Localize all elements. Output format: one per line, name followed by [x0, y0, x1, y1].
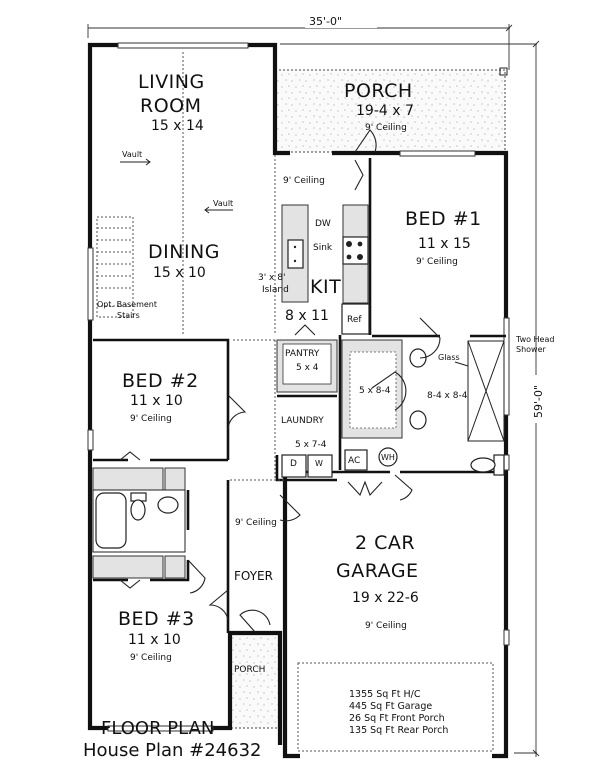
bed2-label: BED #2	[122, 370, 199, 392]
island-label: 3' x 8'	[258, 273, 285, 283]
glass-label: Glass	[438, 353, 460, 362]
doors	[119, 129, 441, 633]
dining-size: 15 x 10	[153, 265, 206, 281]
bed3-ceiling: 9' Ceiling	[130, 653, 172, 663]
bathtub-icon	[95, 492, 127, 549]
bed1-ceiling: 9' Ceiling	[416, 257, 458, 267]
width-dimension-label: 35'-0"	[309, 15, 342, 28]
exterior-walls	[87, 42, 509, 759]
dryer-icon	[281, 454, 307, 478]
dining-vault-note: Vault	[213, 199, 233, 208]
garage-label-2: GARAGE	[336, 560, 419, 582]
dryer-label: D	[290, 459, 297, 469]
master-sink-icon	[409, 410, 427, 430]
width-dimension: 35'-0"	[87, 14, 513, 70]
refrigerator-icon	[341, 303, 370, 335]
laundry-size: 5 x 7-4	[295, 440, 327, 450]
shower-label: Two Head	[515, 335, 554, 344]
foyer-label: FOYER	[234, 569, 273, 583]
master-sink-icon	[409, 348, 427, 368]
area-garage: 445 Sq Ft Garage	[349, 701, 432, 712]
living-room-size: 15 x 14	[151, 118, 204, 134]
kitchen-label: KIT	[310, 276, 341, 298]
wh-label: WH	[381, 453, 395, 462]
stairs-label-2: Stairs	[117, 311, 140, 320]
area-rear-porch: 135 Sq Ft Rear Porch	[349, 725, 448, 736]
bath-sink-icon	[157, 496, 179, 514]
island-label-2: Island	[262, 285, 289, 295]
rear-porch-area	[274, 69, 506, 153]
kitchen-ceiling: 9' Ceiling	[283, 176, 325, 186]
master-toilet-bowl-icon	[470, 457, 496, 473]
master-bath-size: 8-4 x 8-4	[427, 391, 468, 401]
kitchen-counters	[281, 204, 370, 335]
ac-unit-icon	[344, 449, 368, 471]
garage-ceiling: 9' Ceiling	[365, 621, 407, 631]
range-icon	[342, 236, 369, 265]
bed3-size: 11 x 10	[128, 632, 181, 648]
shower-label-2: Shower	[516, 345, 547, 354]
water-heater-icon	[378, 447, 398, 467]
toilet-bowl-icon	[130, 499, 146, 521]
rear-porch-label: PORCH	[344, 80, 413, 102]
pantry-label: PANTRY	[285, 349, 320, 359]
bath-fixtures	[95, 348, 505, 549]
vault-arrows	[120, 158, 233, 214]
front-porch-label: PORCH	[234, 665, 265, 675]
sink-label: Sink	[313, 243, 333, 253]
rear-porch-size: 19-4 x 7	[356, 103, 414, 119]
garage-label: 2 CAR	[355, 532, 415, 554]
rear-porch-ceiling: 9' Ceiling	[365, 123, 407, 133]
basement-stairs	[96, 216, 134, 318]
washer-icon	[307, 454, 333, 478]
foyer-ceiling: 9' Ceiling	[235, 518, 277, 528]
living-room-label: LIVING	[138, 71, 205, 93]
ref-label: Ref	[347, 315, 362, 325]
closet-size: 5 x 8-4	[359, 386, 391, 396]
bed2-ceiling: 9' Ceiling	[130, 414, 172, 424]
bed2-size: 11 x 10	[130, 393, 183, 409]
bed1-size: 11 x 15	[418, 236, 471, 252]
washer-label: W	[315, 459, 323, 468]
living-room-label-2: ROOM	[140, 95, 202, 117]
dining-label: DINING	[148, 241, 220, 263]
ac-label: AC	[348, 456, 360, 466]
front-porch-area	[229, 632, 281, 729]
kitchen-size: 8 x 11	[285, 308, 329, 324]
plan-number: House Plan #24632	[83, 740, 262, 761]
plan-title: FLOOR PLAN	[101, 718, 214, 739]
pantry-size: 5 x 4	[296, 363, 319, 373]
area-summary: 1355 Sq Ft H/C 445 Sq Ft Garage 26 Sq Ft…	[349, 689, 448, 736]
depth-dimension-label: 59'-0"	[532, 385, 545, 418]
bed1-label: BED #1	[405, 208, 482, 230]
garage-door-outline	[297, 662, 494, 752]
laundry-label: LAUNDRY	[281, 416, 324, 426]
stairs-label: Opt. Basement	[97, 300, 157, 309]
interior-walls	[92, 52, 506, 633]
garage-size: 19 x 22-6	[352, 590, 419, 606]
area-hc: 1355 Sq Ft H/C	[349, 689, 421, 700]
living-vault-note: Vault	[122, 150, 142, 159]
depth-dimension: 59'-0"	[280, 40, 545, 757]
bed3-label: BED #3	[118, 608, 195, 630]
sink-icon	[287, 239, 304, 269]
dishwasher-label: DW	[315, 219, 331, 229]
area-front-porch: 26 Sq Ft Front Porch	[349, 713, 445, 724]
